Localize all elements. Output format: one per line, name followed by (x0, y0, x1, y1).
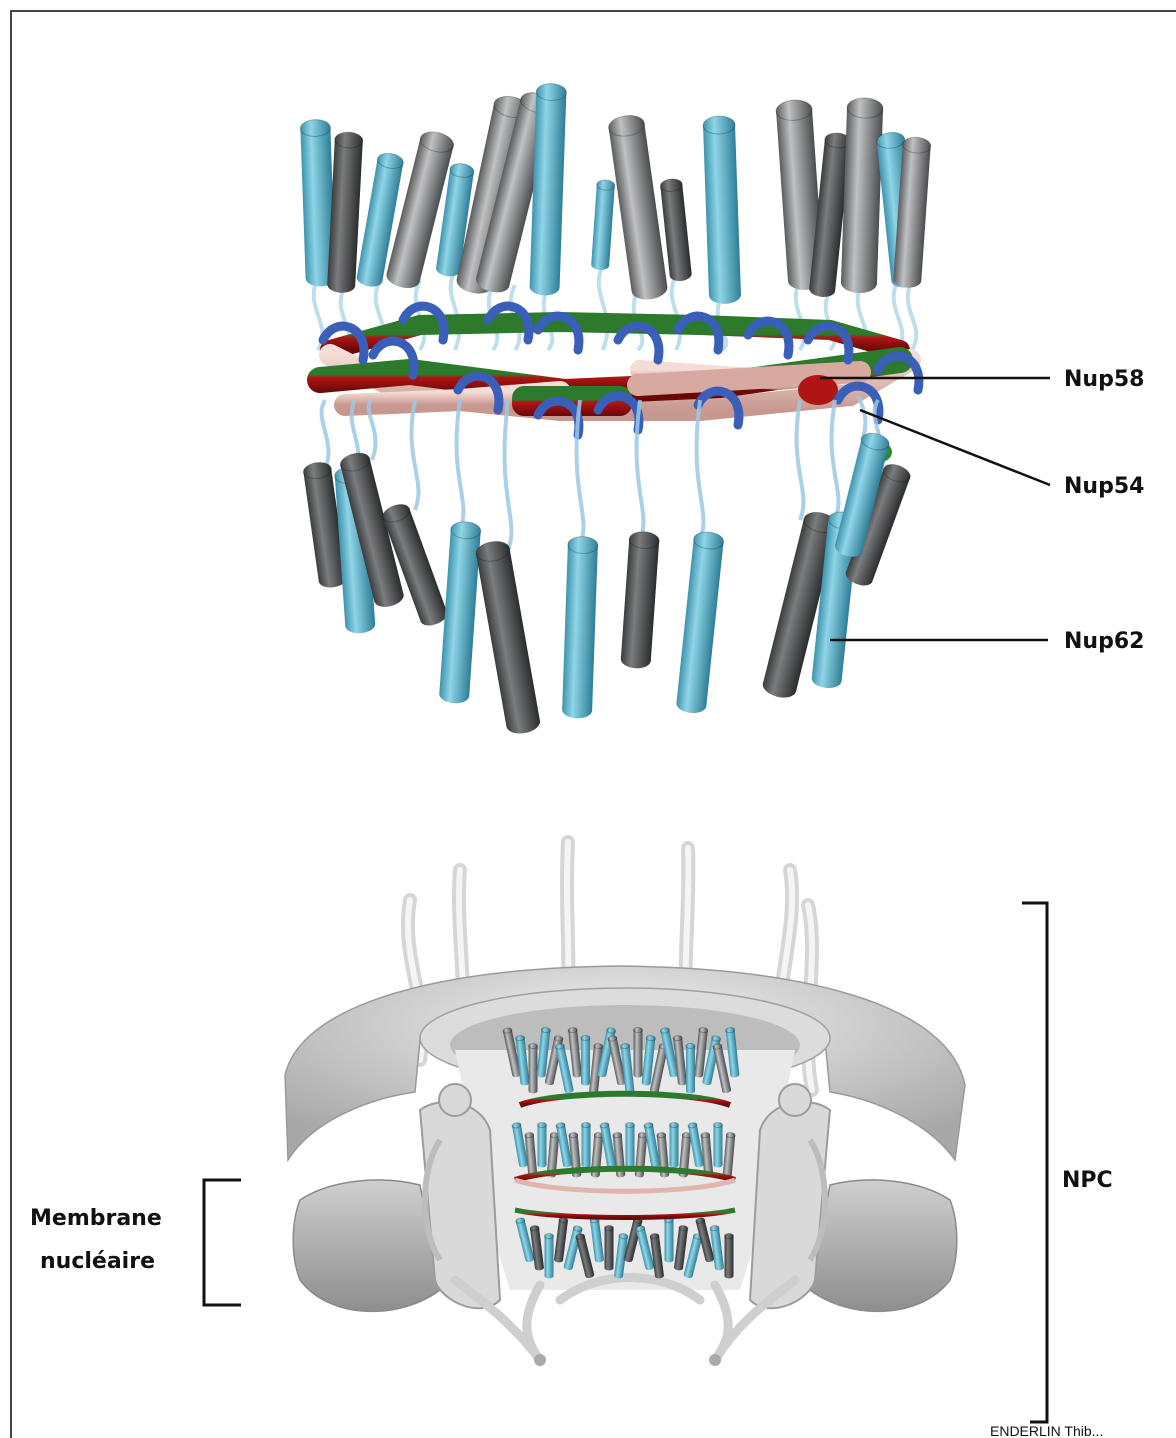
mini-helix-upper (581, 1035, 590, 1085)
label-npc: NPC (1062, 1168, 1113, 1193)
label-membrane-line2: nucléaire (40, 1249, 155, 1274)
mini-helix-middle (670, 1122, 679, 1167)
mini-helix-lower (545, 1233, 554, 1278)
mini-helix-upper (529, 1043, 538, 1093)
mini-helix-lower (605, 1225, 614, 1270)
helix-upper-15 (841, 97, 884, 293)
mini-helix-upper (634, 1027, 643, 1077)
helix-lower-9 (676, 531, 725, 715)
mini-helix-middle (626, 1122, 635, 1167)
inner-membrane-left (293, 1180, 440, 1311)
mini-helix-upper (686, 1043, 695, 1093)
nup62-complex-model (300, 83, 931, 736)
helix-lower-7 (562, 536, 598, 719)
helix-upper-2 (327, 132, 363, 294)
helix-lower-6 (474, 539, 541, 736)
nup62-cylinders-upper (300, 83, 931, 304)
mini-helix-lower (665, 1217, 674, 1262)
mini-helix-middle (538, 1122, 547, 1167)
inner-membrane-right (810, 1180, 957, 1311)
npc-model (285, 842, 965, 1366)
npc-bracket (1022, 903, 1047, 1422)
mini-helix-middle (714, 1122, 723, 1167)
helix-lower-8 (620, 531, 659, 670)
nup62-complex-in-pore (502, 1027, 739, 1279)
helix-upper-10 (607, 113, 668, 301)
helix-upper-12 (703, 116, 742, 305)
nup62-cylinders-lower (302, 431, 912, 736)
image-credit: ENDERLIN Thib... (990, 1423, 1103, 1438)
helix-upper-9 (591, 179, 615, 270)
membrane-bracket (204, 1180, 241, 1305)
mini-helix-middle (582, 1122, 591, 1167)
label-nup62: Nup62 (1064, 629, 1144, 654)
helix-upper-11 (660, 178, 693, 282)
label-membrane-line1: Membrane (30, 1206, 162, 1231)
mini-helix-lower (725, 1233, 734, 1278)
label-nup58: Nup58 (1064, 367, 1144, 392)
helix-lower-5 (439, 521, 482, 704)
label-nup54: Nup54 (1064, 474, 1144, 499)
